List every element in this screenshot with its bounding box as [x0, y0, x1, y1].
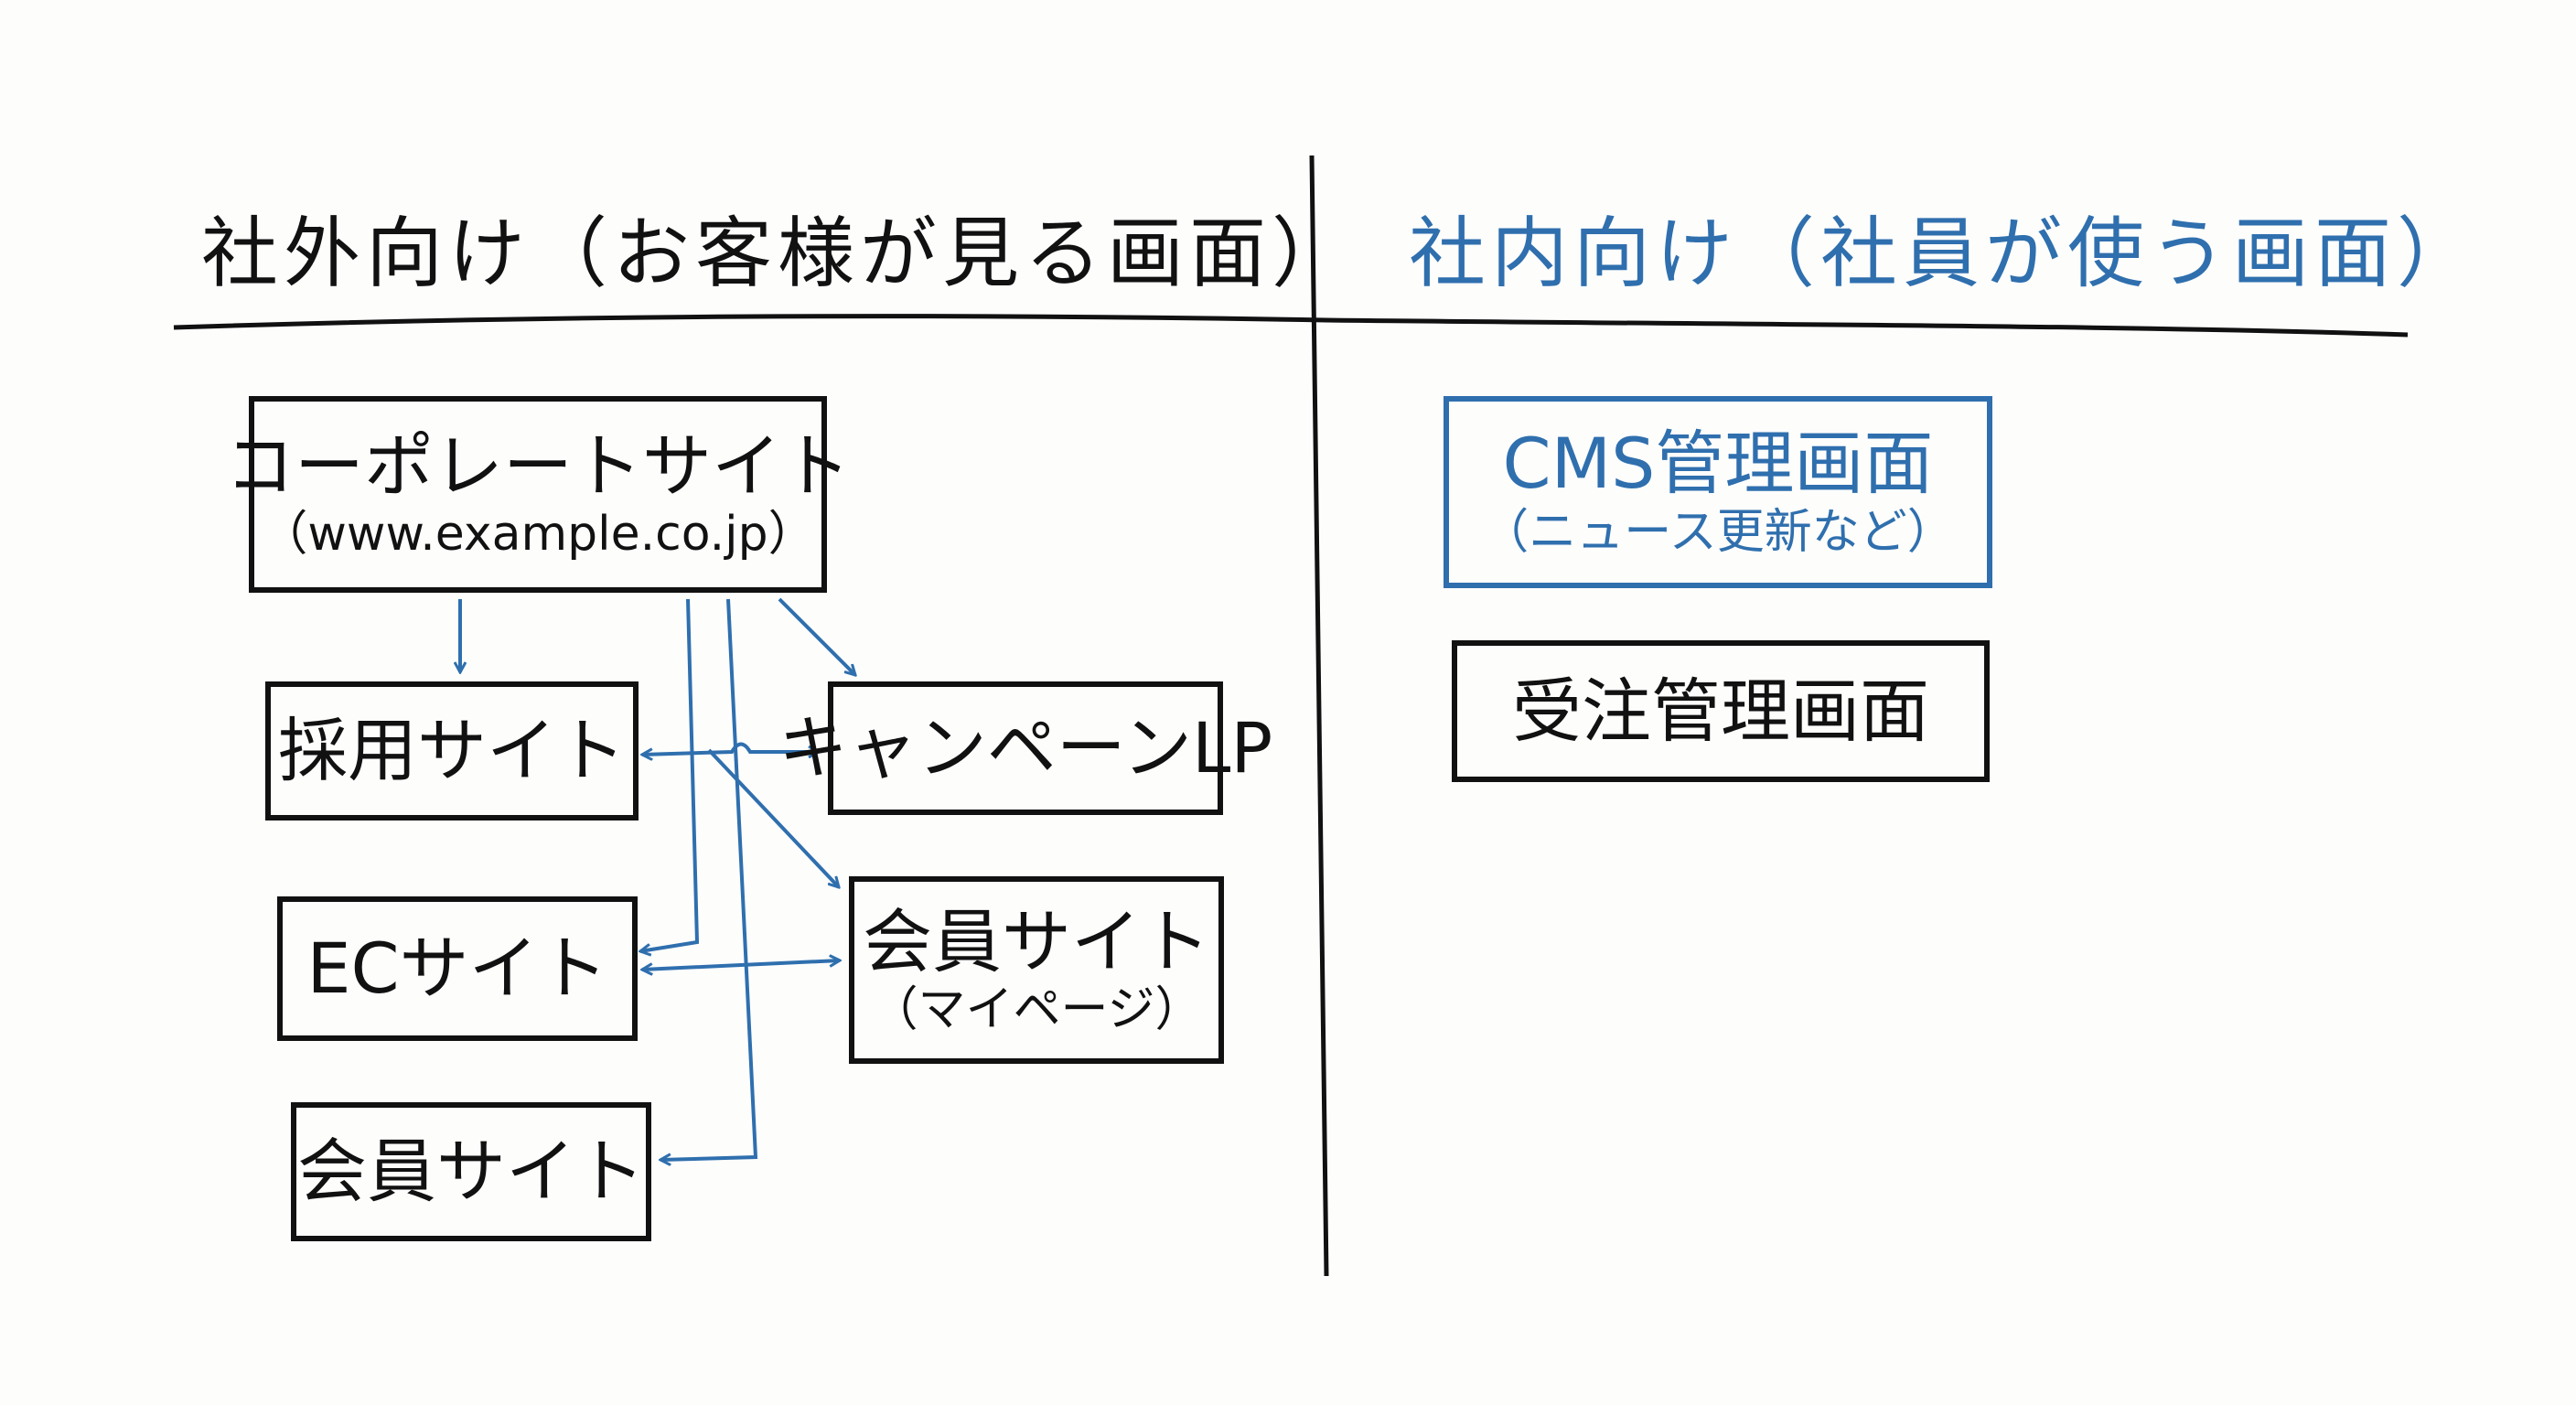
- arrow-corporate-mypage: [707, 748, 839, 887]
- arrow-corporate-member: [660, 598, 758, 1160]
- arrow-corporate-ec: [640, 598, 700, 951]
- member-mypage-label: 会員サイト: [863, 900, 1210, 982]
- cms-admin-label: CMS管理画面: [1502, 423, 1934, 505]
- corporate-site-box: コーポレートサイト （www.example.co.jp）: [225, 396, 851, 593]
- ec-site-label: ECサイト: [306, 928, 608, 1010]
- external-section-title: 社外向け（お客様が見る画面）: [201, 209, 1355, 298]
- campaign-lp-box: キャンペーンLP: [778, 681, 1272, 815]
- corporate-site-url: （www.example.co.jp）: [260, 507, 816, 562]
- order-admin-box: 受注管理画面: [1452, 640, 1990, 782]
- arrow-corporate-campaign: [778, 597, 855, 675]
- order-admin-label: 受注管理画面: [1512, 670, 1929, 752]
- recruit-site-label: 採用サイト: [278, 710, 626, 792]
- ec-site-box: ECサイト: [277, 896, 638, 1041]
- campaign-lp-label: キャンペーンLP: [778, 707, 1273, 789]
- member-site-label: 会員サイト: [297, 1131, 645, 1213]
- member-site-box: 会員サイト: [291, 1102, 651, 1241]
- recruit-site-box: 採用サイト: [265, 681, 639, 820]
- column-divider: [1309, 155, 1329, 1277]
- internal-section-title: 社内向け（社員が使う画面）: [1409, 209, 2480, 298]
- member-mypage-box: 会員サイト （マイページ）: [849, 876, 1224, 1064]
- arrow-recruit-campaign: [642, 742, 819, 756]
- cms-admin-box: CMS管理画面 （ニュース更新など）: [1444, 396, 1992, 588]
- header-divider: [173, 314, 2409, 338]
- corporate-site-label: コーポレートサイト: [225, 424, 851, 507]
- cms-admin-sub: （ニュース更新など）: [1481, 504, 1955, 560]
- member-mypage-sub: （マイページ）: [870, 982, 1203, 1037]
- arrow-ec-mypage: [642, 960, 840, 970]
